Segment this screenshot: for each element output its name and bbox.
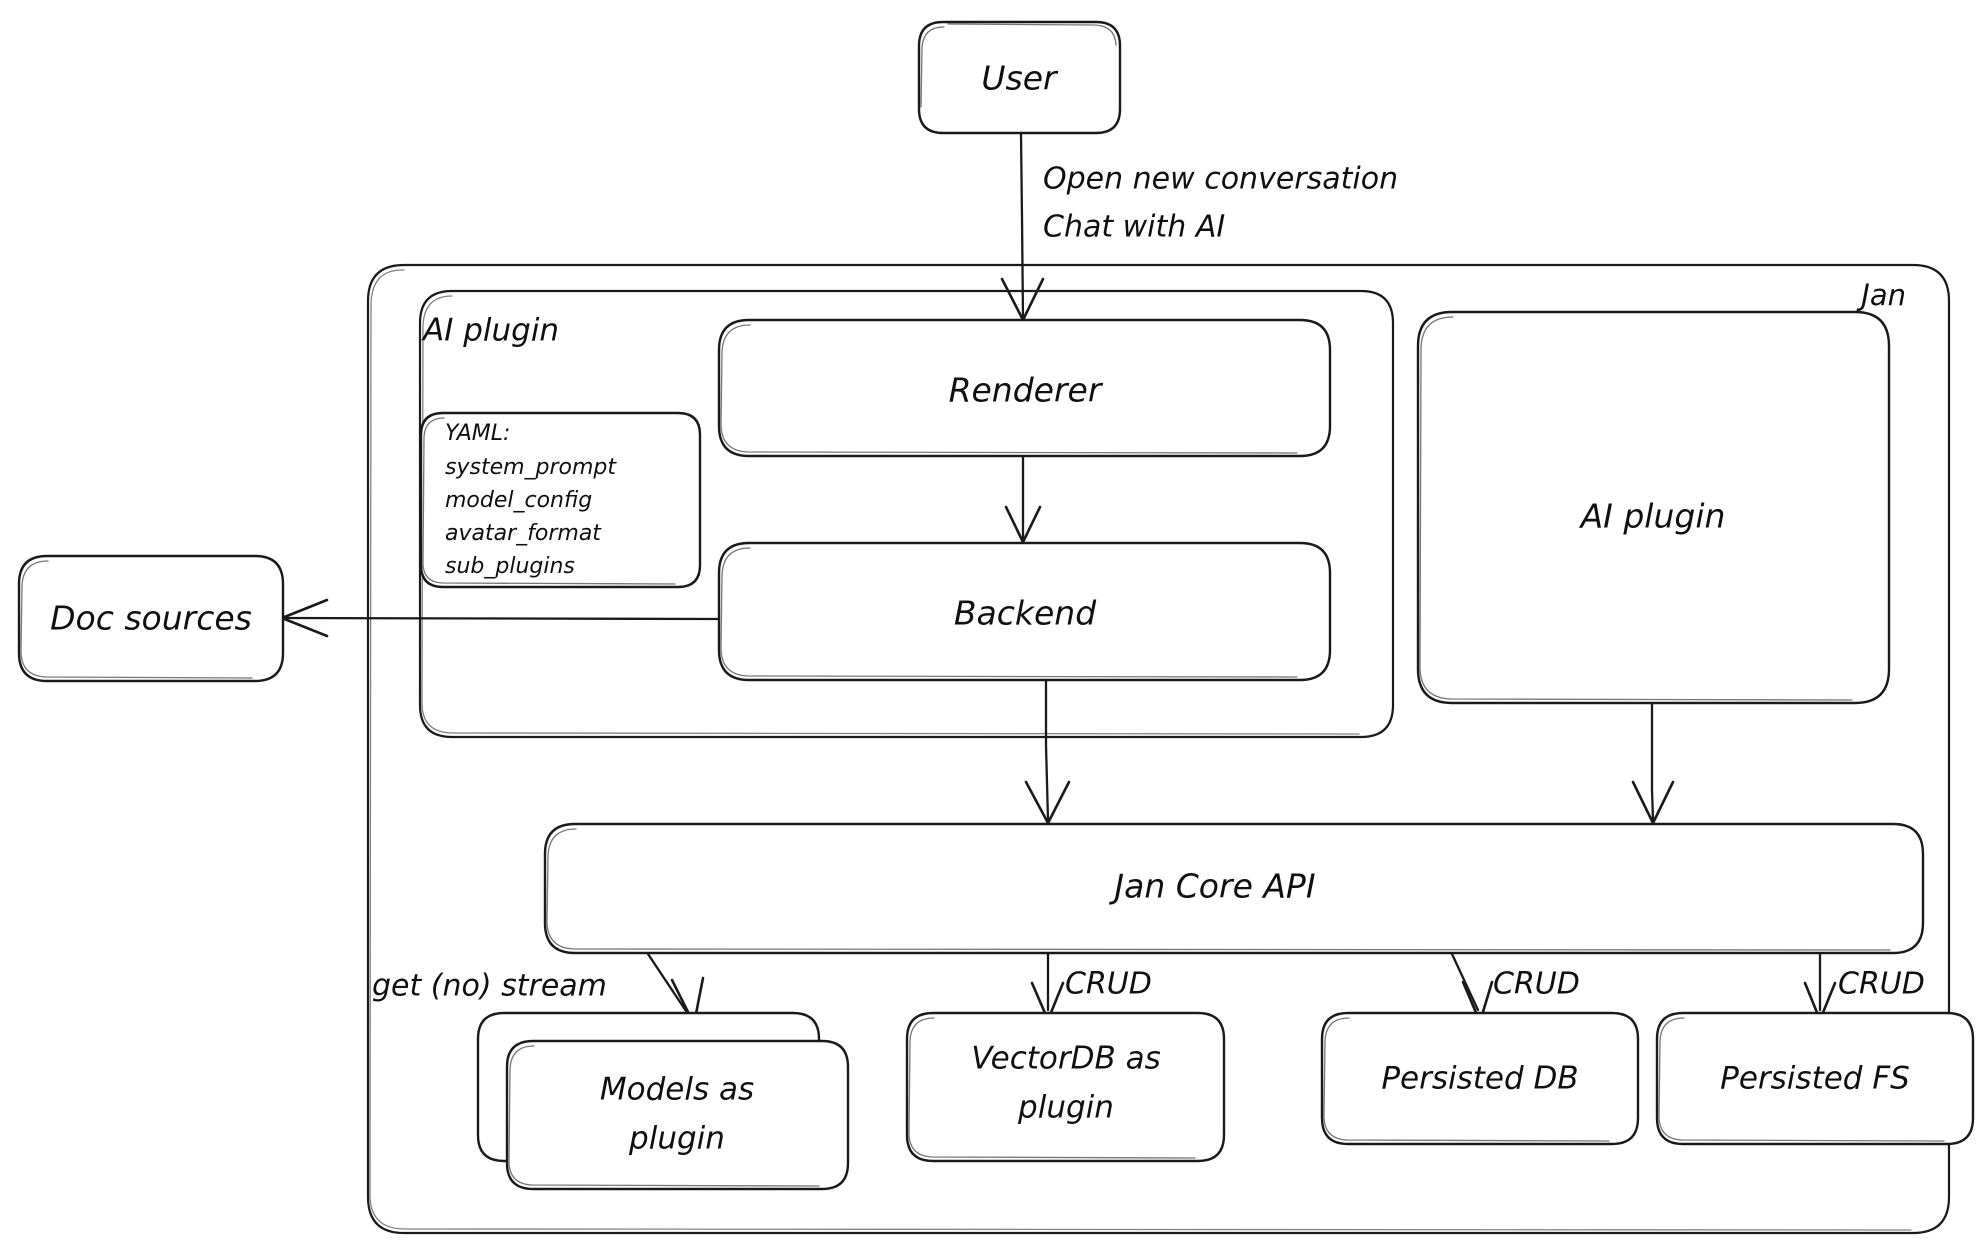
node-jan-core-api-label: Jan Core API [1108, 867, 1315, 906]
edge-models-label: get (no) stream [372, 969, 607, 1004]
container-ai-plugin-group-label: AI plugin [421, 313, 559, 349]
yaml-key-avatar-format: avatar_format [445, 521, 602, 546]
yaml-header: YAML: [445, 421, 510, 446]
node-persisted-db[interactable]: Persisted DB [1320, 1011, 1640, 1146]
edge-backend-to-jan-core-api [1024, 679, 1071, 825]
node-ai-plugin-label: AI plugin [1579, 497, 1726, 536]
node-vectordb-as-plugin[interactable]: VectorDB as plugin [905, 1011, 1226, 1163]
node-persisted-fs-label: Persisted FS [1720, 1061, 1910, 1097]
node-jan-core-api[interactable]: Jan Core API [543, 822, 1925, 955]
node-user[interactable]: User [917, 20, 1122, 135]
edge-renderer-to-backend [1004, 455, 1042, 544]
edge-jan-core-api-to-persisted-fs: CRUD [1803, 952, 1925, 1022]
edge-persisted-fs-label: CRUD [1838, 967, 1925, 1002]
node-renderer-label: Renderer [949, 371, 1104, 410]
yaml-key-system-prompt: system_prompt [445, 455, 617, 480]
node-models-as-plugin-label-line2: plugin [628, 1121, 725, 1157]
node-user-label: User [981, 59, 1059, 98]
edge-backend-to-doc-sources [280, 598, 720, 638]
container-ai-plugin-group: AI plugin [418, 289, 1395, 739]
node-renderer[interactable]: Renderer [717, 318, 1332, 458]
node-models-as-plugin-label-line1: Models as [600, 1072, 754, 1108]
node-ai-plugin[interactable]: AI plugin [1416, 310, 1891, 705]
node-persisted-db-label: Persisted DB [1381, 1061, 1578, 1097]
node-models-as-plugin[interactable]: Models as plugin [476, 1011, 850, 1191]
edge-user-to-renderer: Open new conversation Chat with AI [1000, 132, 1398, 322]
edge-user-to-renderer-label-line1: Open new conversation [1043, 162, 1398, 197]
node-backend-label: Backend [954, 594, 1097, 633]
edge-vectordb-label: CRUD [1065, 967, 1152, 1002]
edge-ai-plugin-to-jan-core-api [1631, 702, 1675, 825]
edge-jan-core-api-to-models: get (no) stream [372, 952, 705, 1026]
edge-user-to-renderer-label-line2: Chat with AI [1043, 210, 1225, 245]
container-jan-label: Jan [1856, 278, 1906, 312]
node-persisted-fs[interactable]: Persisted FS [1655, 1011, 1975, 1146]
node-vectordb-as-plugin-label-line2: plugin [1017, 1090, 1114, 1126]
node-vectordb-as-plugin-label-line1: VectorDB as [971, 1041, 1161, 1077]
node-doc-sources[interactable]: Doc sources [17, 554, 285, 683]
yaml-config-card: YAML: system_prompt model_config avatar_… [419, 411, 702, 589]
yaml-key-model-config: model_config [445, 488, 592, 513]
edge-jan-core-api-to-vectordb: CRUD [1030, 952, 1152, 1022]
container-jan: Jan [366, 263, 1951, 1235]
node-backend[interactable]: Backend [717, 541, 1332, 682]
edge-persisted-db-label: CRUD [1493, 967, 1580, 1002]
node-doc-sources-label: Doc sources [50, 599, 252, 638]
yaml-key-sub-plugins: sub_plugins [445, 554, 575, 579]
